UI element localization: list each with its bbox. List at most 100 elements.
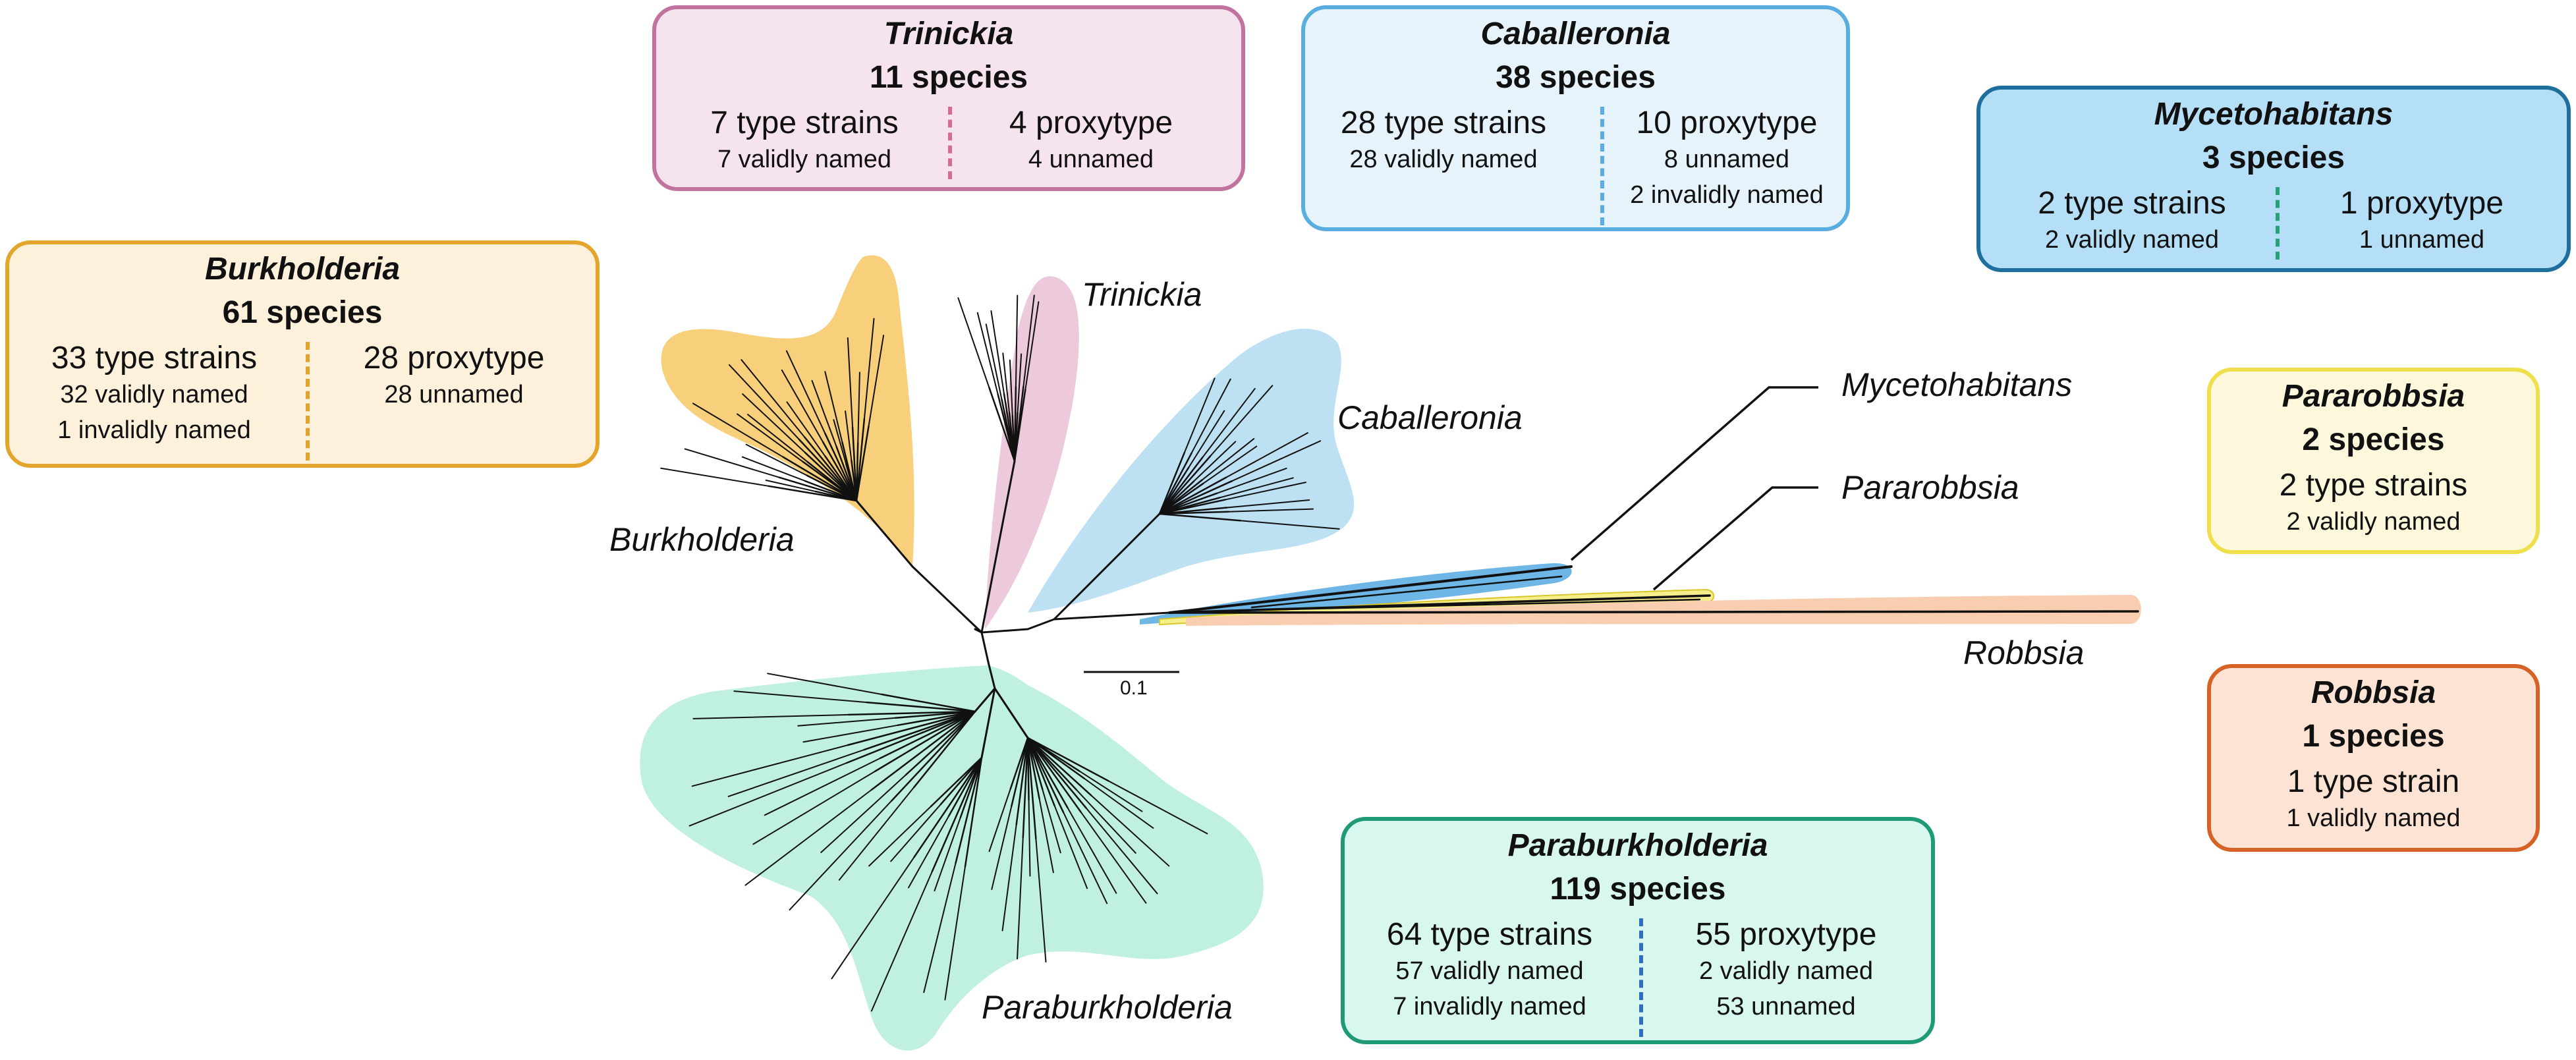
tree-branch xyxy=(691,744,849,787)
tree-branch xyxy=(974,687,996,713)
type-strains-column: 2 type strains 2 validly named xyxy=(2211,467,2536,540)
clade-label-robbsia: Robbsia xyxy=(1963,634,2085,671)
column-divider xyxy=(306,342,310,460)
column-divider xyxy=(1639,918,1643,1037)
tree-branch xyxy=(1053,513,1161,621)
tree-branch xyxy=(822,441,858,502)
tree-branch xyxy=(980,687,996,759)
tree-branch xyxy=(1201,437,1255,481)
tree-branch xyxy=(863,318,875,420)
pararobbsia-summary-box: Pararobbsia 2 species 2 type strains 2 v… xyxy=(2207,368,2540,554)
box-species-count: 1 species xyxy=(2302,719,2445,754)
tree-branch xyxy=(1026,618,1055,630)
tree-branch xyxy=(1067,807,1117,894)
tree-branch xyxy=(778,476,858,502)
box-species-count: 11 species xyxy=(869,60,1028,95)
tree-branch xyxy=(806,460,858,502)
mycetohabitans-summary-box: Mycetohabitans 3 species 2 type strains … xyxy=(1976,86,2571,272)
tree-branch xyxy=(831,856,915,980)
column-divider xyxy=(2276,187,2280,260)
tree-branch xyxy=(684,448,780,478)
tree-branch xyxy=(994,687,1029,739)
tree-branch xyxy=(974,628,983,634)
tree-branch xyxy=(1009,737,1029,790)
tree-branch xyxy=(990,310,1005,395)
proxytype-detail: 53 unnamed xyxy=(1716,993,1856,1020)
box-species-count: 3 species xyxy=(2202,140,2345,175)
proxytype-detail: 1 unnamed xyxy=(2359,226,2485,254)
tree-branch xyxy=(804,436,858,502)
tree-branch xyxy=(923,862,957,993)
tree-branch xyxy=(752,770,876,845)
tree-branch xyxy=(1075,789,1136,854)
tree-branch xyxy=(1216,467,1287,494)
type-strains-detail: 7 invalidly named xyxy=(1393,993,1586,1020)
tree-branch xyxy=(988,387,1016,462)
tree-branch xyxy=(781,369,824,443)
tree-branch xyxy=(855,418,866,502)
mycetohabitans-callout-line xyxy=(1570,386,1818,561)
tree-branch xyxy=(804,480,858,502)
tree-branch xyxy=(736,413,804,462)
type-strains-detail: 32 validly named xyxy=(60,381,248,408)
tree-branch xyxy=(870,710,976,791)
tree-branch xyxy=(845,710,976,764)
tree-branch xyxy=(1231,440,1322,482)
tree-branch xyxy=(1026,737,1069,809)
tree-branch xyxy=(1042,789,1061,854)
tree-branch xyxy=(857,372,860,444)
type-strains-detail: 2 validly named xyxy=(2286,508,2461,536)
tree-branch xyxy=(980,460,1016,634)
tree-branch xyxy=(1026,737,1085,779)
column-divider xyxy=(1600,107,1604,225)
tree-branch xyxy=(964,756,983,868)
clade-label-paraburkholderia: Paraburkholderia xyxy=(982,989,1233,1026)
tree-branch xyxy=(868,805,932,867)
tree-branch xyxy=(1168,565,1573,614)
tree-branch xyxy=(1026,737,1065,814)
caballeronia-clade-shade xyxy=(1028,328,1355,613)
tree-branch xyxy=(1053,611,1171,621)
tree-branch xyxy=(1158,499,1227,515)
tree-branch xyxy=(1083,777,1154,829)
tree-branch xyxy=(1224,482,1307,501)
tree-branch xyxy=(847,710,976,716)
tree-branch xyxy=(1158,476,1227,515)
proxytype-column: 28 proxytype 28 unnamed xyxy=(319,340,589,412)
tree-branch xyxy=(1158,452,1185,515)
tree-branch xyxy=(870,871,933,1012)
clade-label-trinickia: Trinickia xyxy=(1082,276,1202,313)
type-strains-count: 7 type strains xyxy=(710,105,899,140)
tree-branch xyxy=(1026,737,1092,796)
type-strains-detail: 2 validly named xyxy=(2044,226,2220,254)
clade-label-mycetohabitans: Mycetohabitans xyxy=(1841,366,2073,403)
tree-branch xyxy=(797,717,897,727)
box-genus-name: Caballeronia xyxy=(1480,16,1671,51)
tree-branch xyxy=(1026,737,1037,840)
type-strains-column: 2 type strains 2 validly named xyxy=(2000,185,2264,258)
tree-branch xyxy=(913,756,983,858)
tree-branch xyxy=(767,673,883,696)
tree-branch xyxy=(1085,807,1158,895)
tree-branch xyxy=(1283,598,1701,611)
tree-branch xyxy=(1158,511,1230,515)
tree-branch xyxy=(1026,737,1040,800)
type-strains-detail: 1 invalidly named xyxy=(57,416,251,444)
tree-branch xyxy=(1026,737,1082,814)
tree-branch xyxy=(1013,388,1026,462)
type-strains-count: 2 type strains xyxy=(2279,468,2468,503)
tree-branch xyxy=(1158,480,1233,515)
tree-branch xyxy=(1011,737,1029,807)
tree-branch xyxy=(1026,737,1055,807)
box-genus-name: Robbsia xyxy=(2310,675,2436,710)
tree-branch xyxy=(980,631,990,663)
type-strains-count: 1 type strain xyxy=(2287,764,2460,799)
robbsia-summary-box: Robbsia 1 species 1 type strain 1 validl… xyxy=(2207,664,2540,852)
proxytype-detail: 28 unnamed xyxy=(384,381,524,408)
scale-bar-label: 0.1 xyxy=(1120,677,1148,699)
box-species-count: 38 species xyxy=(1496,60,1656,95)
tree-branch xyxy=(789,800,893,911)
tree-branch xyxy=(802,724,899,743)
tree-branch xyxy=(845,410,853,461)
tree-branch xyxy=(1017,836,1024,960)
